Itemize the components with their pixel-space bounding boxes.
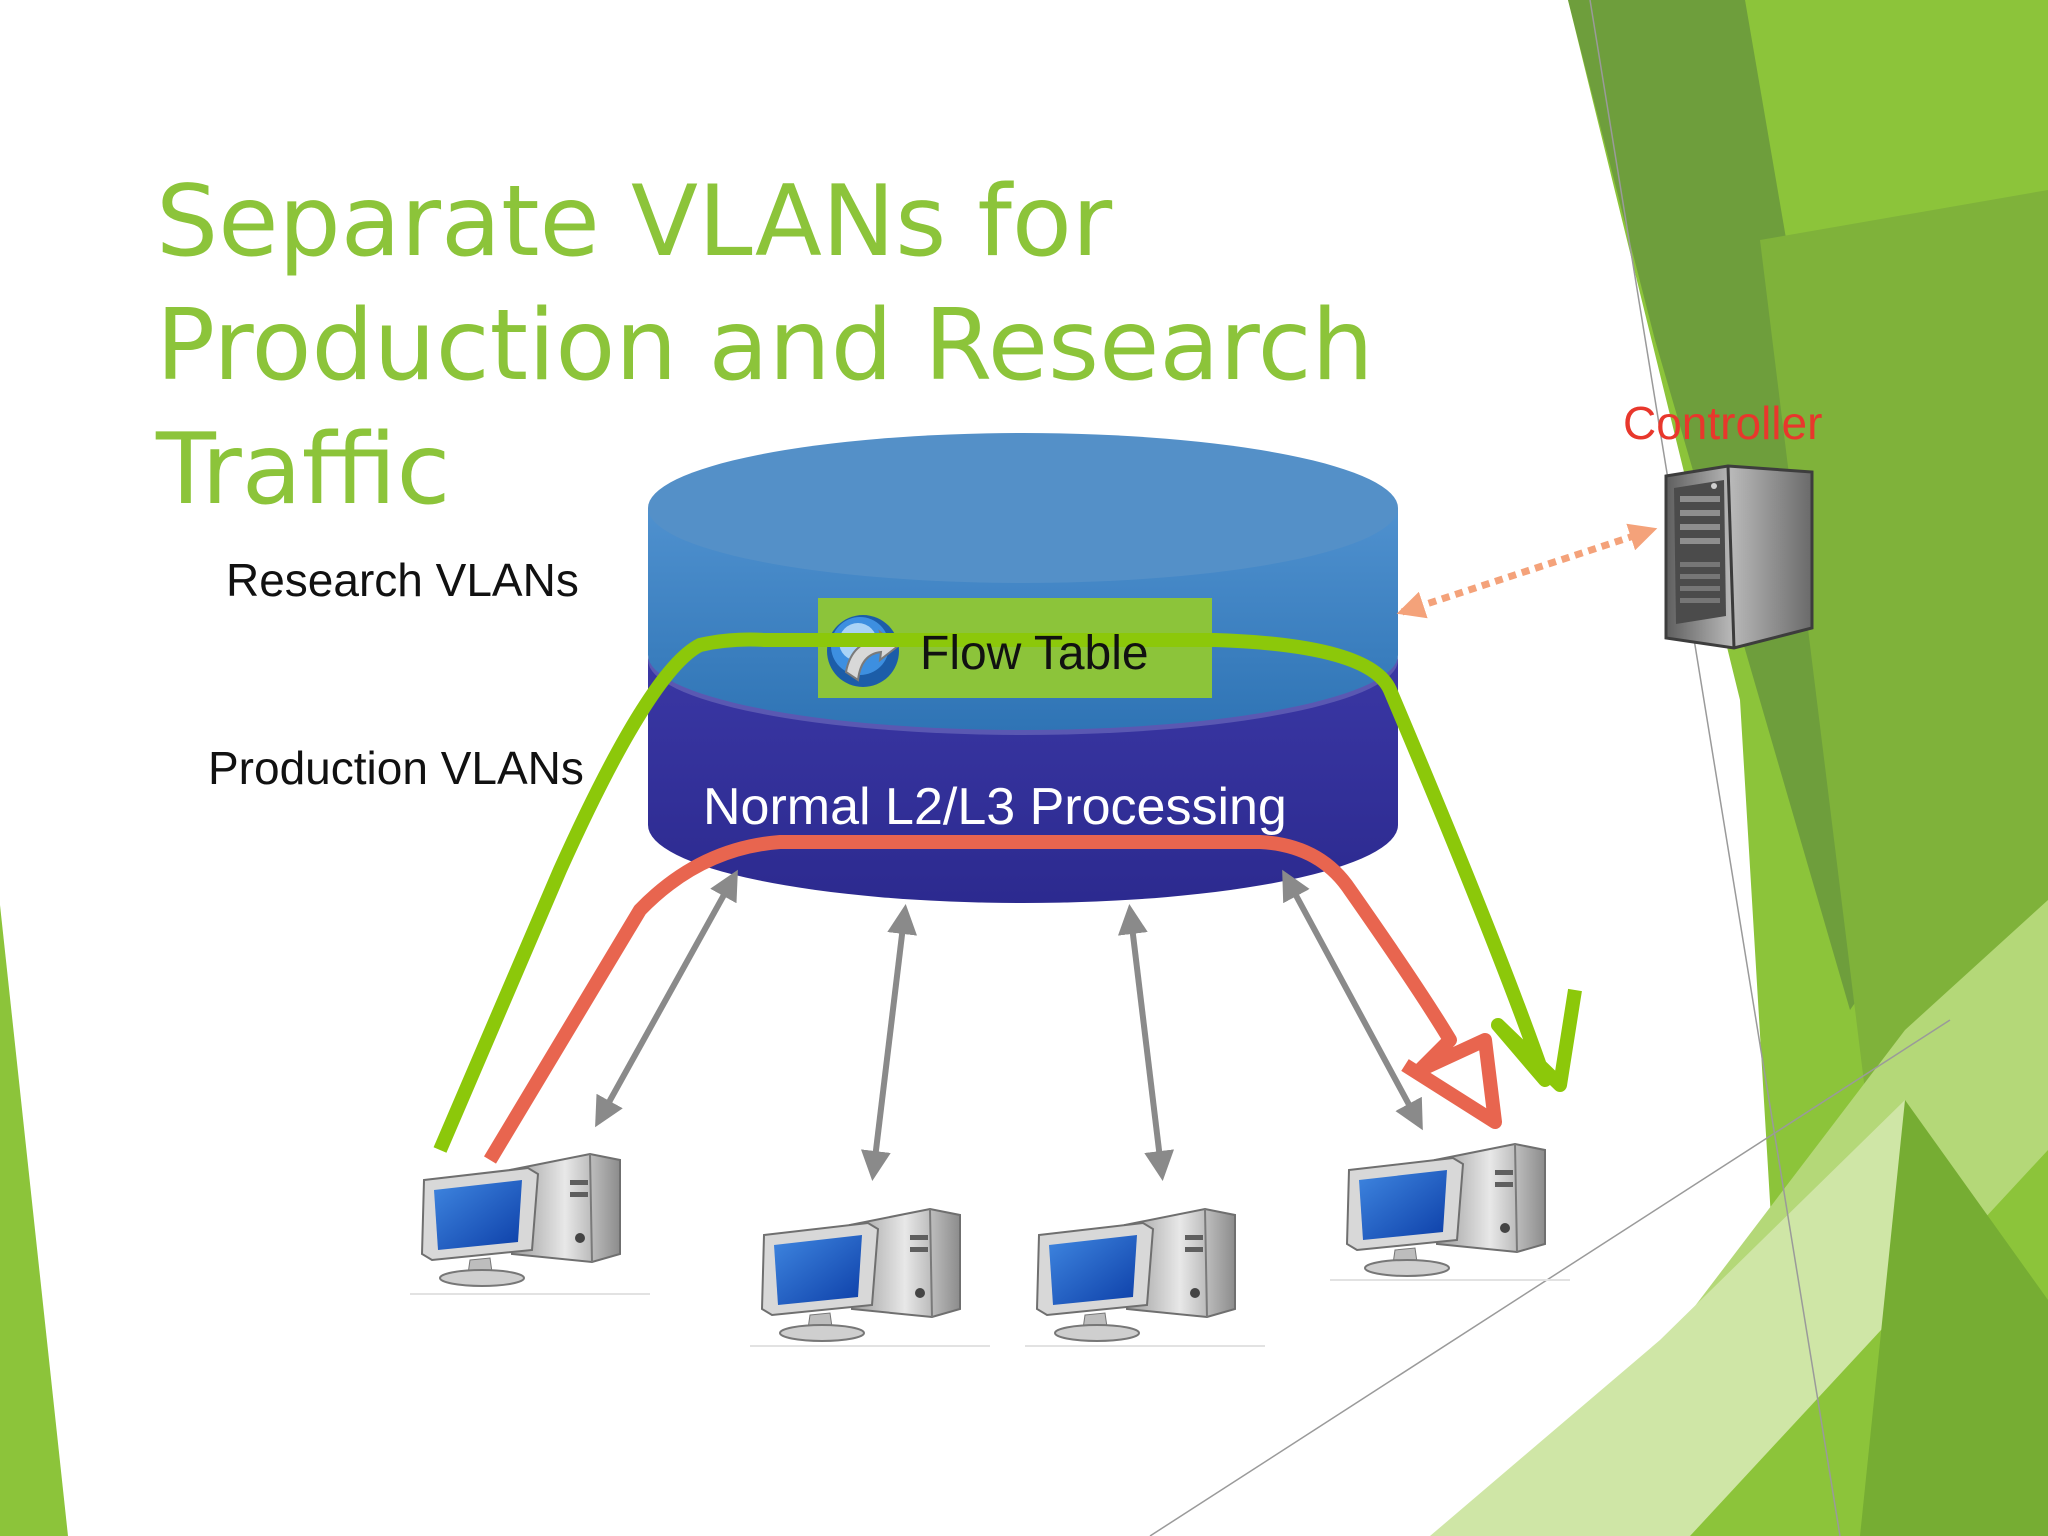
slide-title: Separate VLANs for Production and Resear… <box>156 160 1374 532</box>
host-2-computer-icon <box>761 1208 961 1342</box>
processing-label: Normal L2/L3 Processing <box>703 778 1287 836</box>
controller-link <box>1396 523 1658 619</box>
host-4-computer-icon <box>1346 1143 1546 1277</box>
slide-title-line-2: Production and Research <box>156 289 1374 403</box>
server-icon <box>1664 464 1814 650</box>
host-3-computer-icon <box>1036 1208 1236 1342</box>
host-1-computer-icon <box>421 1153 621 1287</box>
floor-lines <box>410 1279 1570 1347</box>
flow-table-icon <box>827 615 900 687</box>
production-vlans-label: Production VLANs <box>208 742 584 794</box>
research-path <box>433 632 1582 1153</box>
slide-title-line-1: Separate VLANs for <box>156 165 1113 279</box>
controller-label: Controller <box>1623 397 1823 449</box>
slide-title-line-3: Traffic <box>156 413 451 527</box>
flow-table-label: Flow Table <box>920 627 1149 680</box>
production-path <box>483 835 1502 1164</box>
research-vlans-label: Research VLANs <box>226 554 579 606</box>
host-links <box>595 869 1423 1181</box>
